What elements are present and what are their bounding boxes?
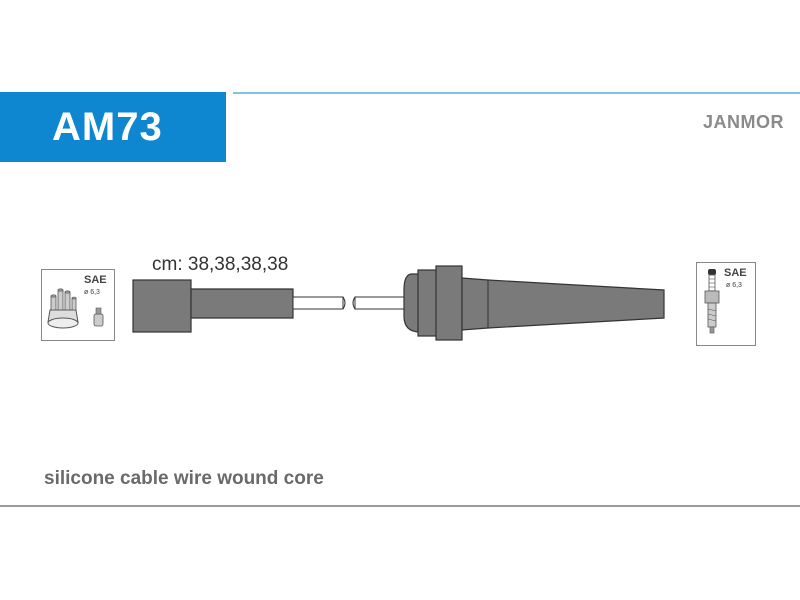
left-connector-diameter: ø 6,3	[84, 289, 100, 296]
right-connector-diameter: ø 6,3	[726, 282, 742, 289]
right-connector-box: SAE ø 6,3	[696, 262, 756, 346]
left-connector-box: SAE ø 6,3	[41, 269, 115, 341]
distributor-boot	[132, 279, 294, 333]
header-rule	[233, 92, 800, 94]
cable-length-label: cm: 38,38,38,38	[152, 254, 289, 275]
brand-name: JANMOR	[702, 112, 784, 132]
right-connector-standard: SAE	[724, 267, 747, 279]
left-connector-standard: SAE	[84, 274, 107, 286]
part-code: AM73	[52, 104, 163, 149]
cable-description: silicone cable wire wound core	[44, 468, 324, 489]
footer-rule	[0, 505, 800, 507]
part-code-badge: AM73	[0, 92, 226, 162]
spark-plug-icon	[704, 269, 720, 334]
distributor-cap-icon	[47, 288, 104, 329]
cable-wire	[292, 296, 408, 310]
spark-plug-boot	[403, 265, 665, 341]
